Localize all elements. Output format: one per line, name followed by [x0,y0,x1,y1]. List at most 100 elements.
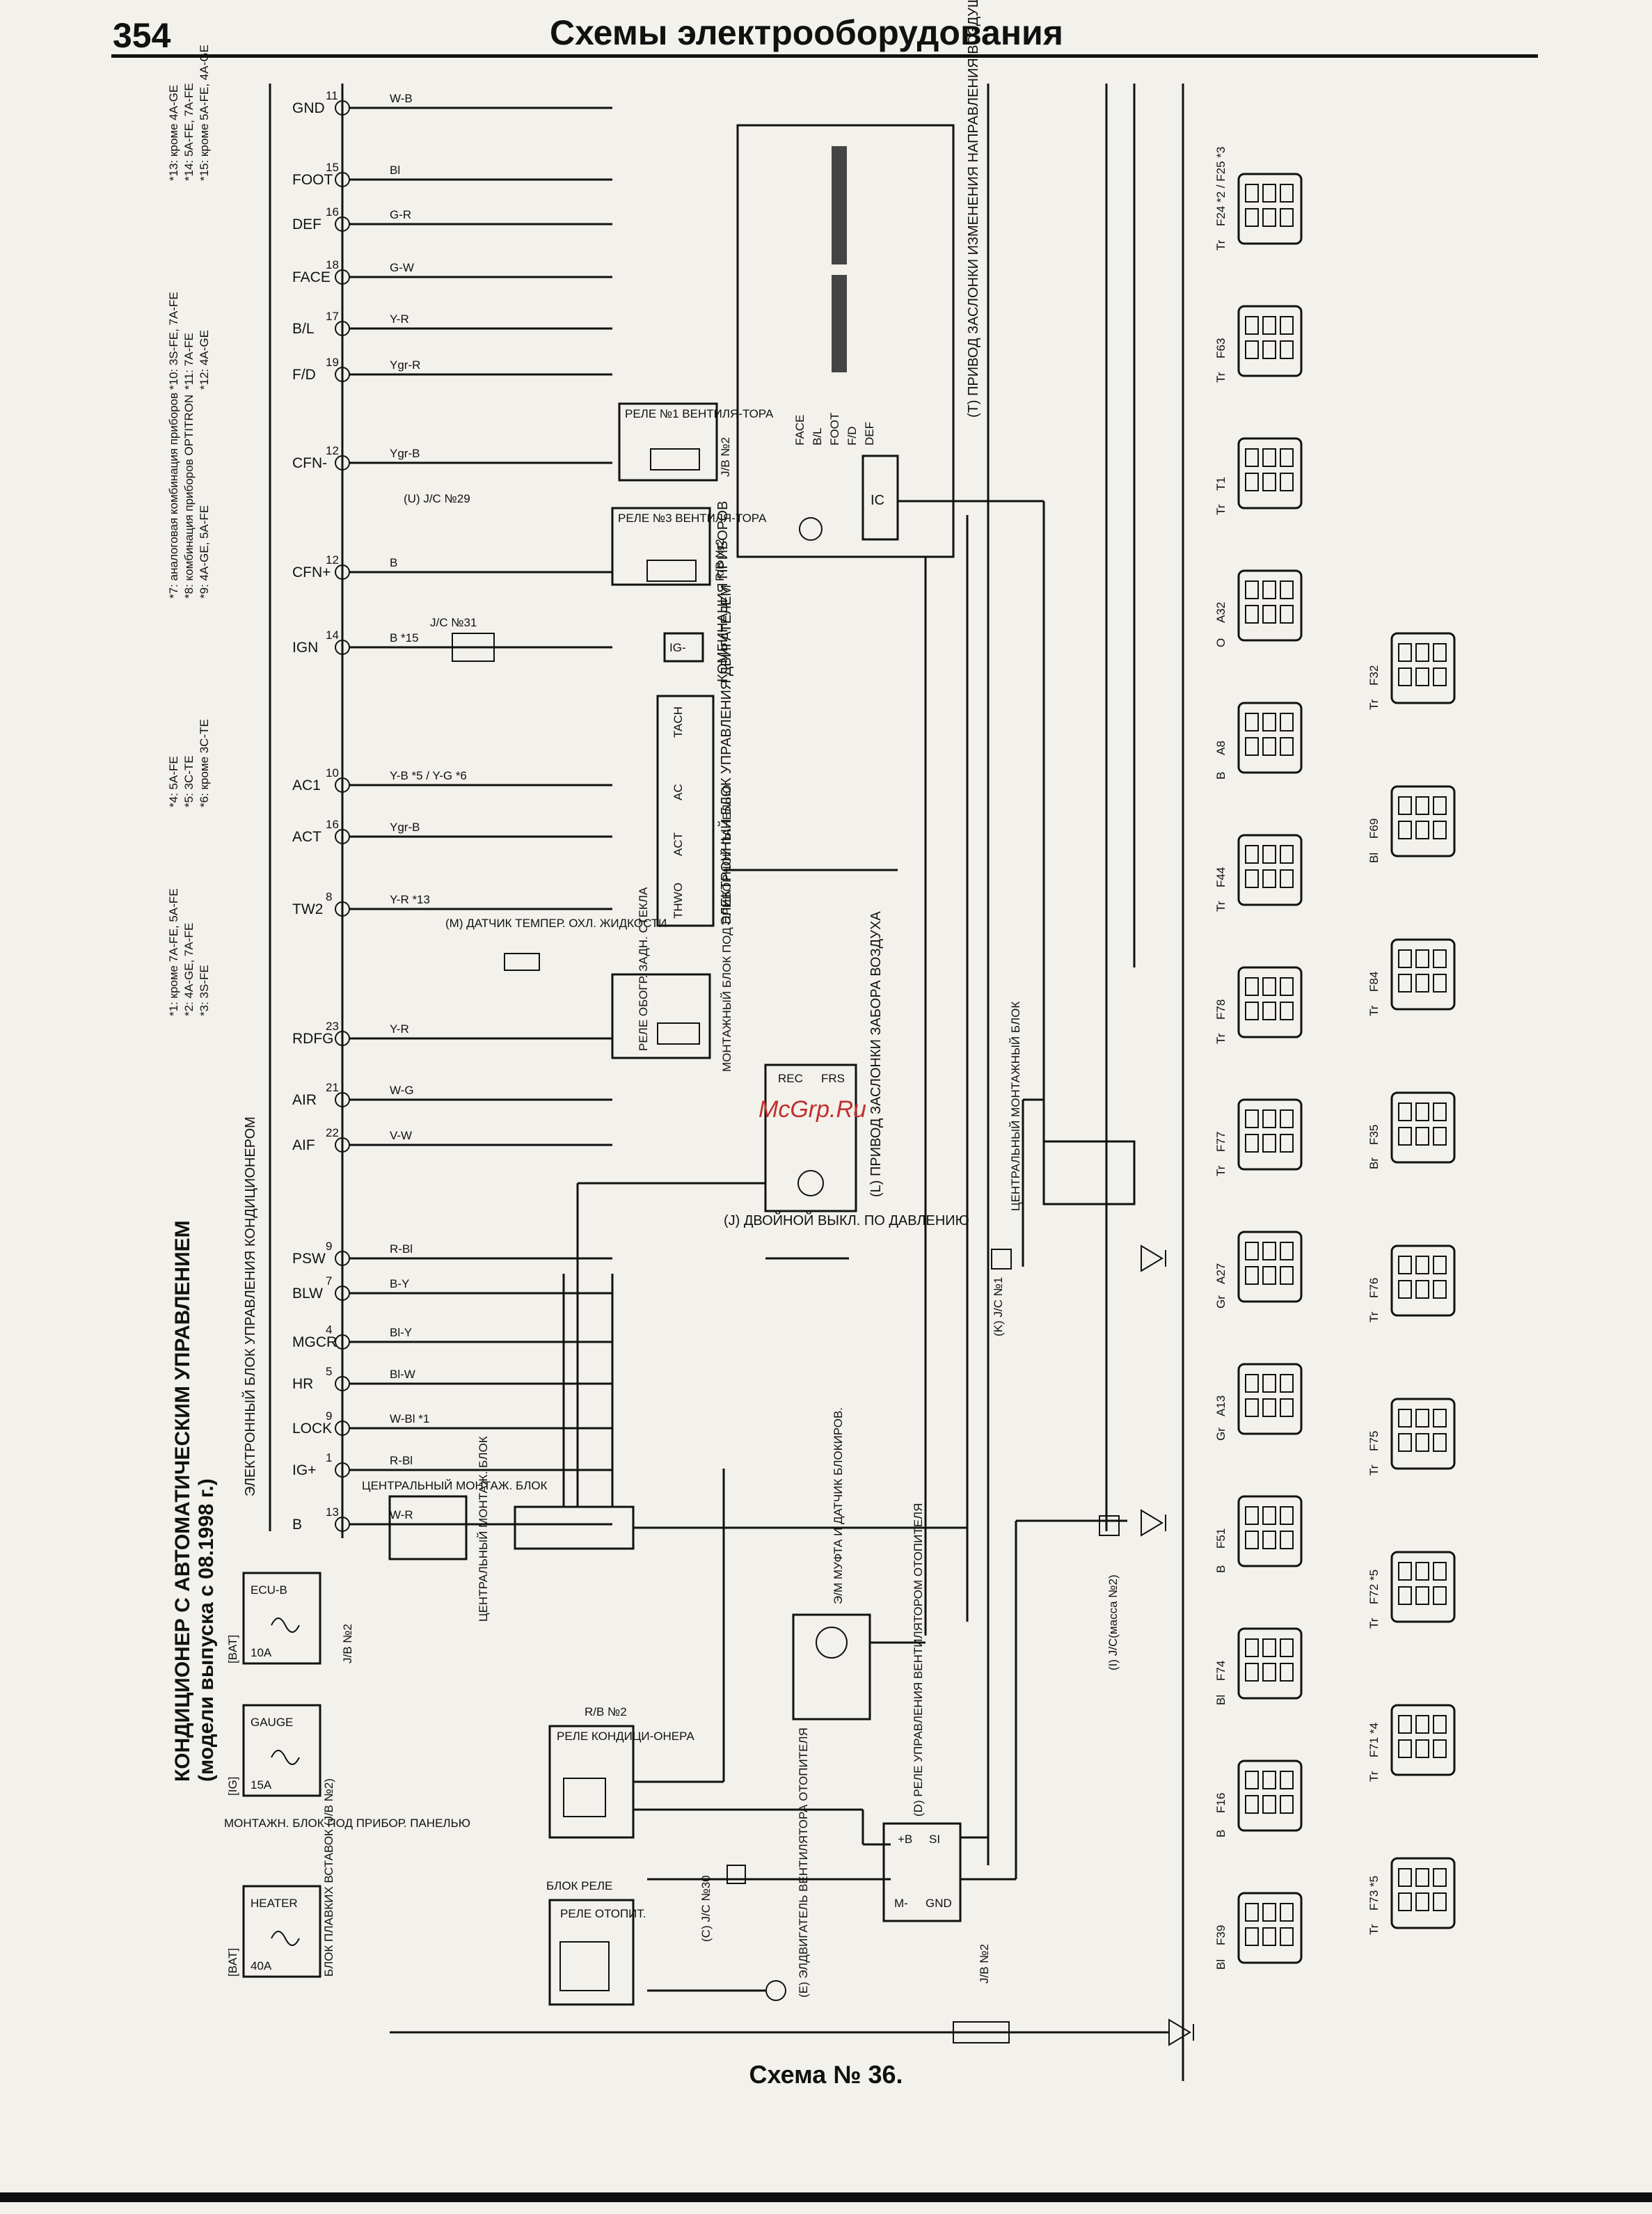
connector-cell [1415,1715,1429,1734]
connector-cell [1245,1638,1259,1657]
connector-color: Tr [1214,901,1228,912]
engine-ecu-pin: AC [672,784,685,800]
connector-cell [1398,667,1412,686]
connector-body [1237,966,1303,1038]
signal-name: F/D [292,367,316,383]
signal-pin: 7 [326,1274,332,1288]
signal-wire-color: Ygr-B [390,821,420,834]
ground-symbols [1141,1244,1194,2046]
connector-cell [1245,1374,1259,1393]
signal-wire-color: Y-R [390,1022,409,1036]
footnote: *8: комбинация приборов OPTITRON [182,395,196,599]
magnetic-clutch: Э/М МУФТА И ДАТЧИК БЛОКИРОВ. [792,1407,871,1721]
connector-body [1390,1244,1456,1317]
connector-id: A32 [1214,602,1228,623]
connector-cell [1280,869,1294,888]
connector-cell [1398,949,1412,968]
ecu-bar-label: ЭЛЕКТРОННЫЙ БЛОК УПРАВЛЕНИЯ КОНДИЦИОНЕРО… [241,1116,258,1496]
signal-name: ACT [292,829,321,845]
connector-id: F75 [1367,1431,1381,1451]
connector-cell [1433,1102,1447,1121]
fan-relay-1-label: РЕЛЕ №1 ВЕНТИЛЯ-ТОРА [625,407,774,420]
blower-relay-label: (D) РЕЛЕ УПРАВЛЕНИЯ ВЕНТИЛЯТОРОМ ОТОПИТЕ… [912,1503,925,1817]
connector-color: Tr [1214,504,1228,515]
connector-cell [1245,1266,1259,1285]
connector-cell [1415,1739,1429,1758]
footnote: *13: кроме 4A-GE [167,85,180,181]
connector-body [1390,785,1456,857]
central-block-mid: ЦЕНТРАЛЬНЫЙ МОНТАЖ. БЛОК [477,1436,635,1622]
connector-cell [1245,1927,1259,1946]
connector-cell [1433,974,1447,993]
connector-cell [1280,1903,1294,1922]
defogger-relay-label: РЕЛЕ ОБОГР. ЗАДН. СТЕКЛА [637,887,650,1051]
connector-color: Tr [1367,1618,1381,1629]
fuse-box [242,1572,321,1665]
connector-color: Gr [1214,1295,1228,1308]
connector-cell [1415,667,1429,686]
footnote: *6: кроме 3C-TE [198,719,211,807]
fuse-symbol [271,1750,300,1765]
signal-wire-color: W-B [390,92,413,105]
connector-cell [1262,1531,1276,1549]
connector-cell [1245,605,1259,624]
signal-wire-color: Ygr-B [390,447,420,460]
bottom-rule [0,2192,1652,2202]
footnote: *4: 5A-FE [167,756,180,807]
connector-cell [1398,1715,1412,1734]
connector-cell [1262,208,1276,227]
signal-pin: 11 [326,89,338,102]
connector-color: Tr [1214,1033,1228,1044]
connector-cell [1433,1127,1447,1146]
connector-cell [1262,473,1276,491]
connector-body [1237,1627,1303,1700]
connector-cell [1262,869,1276,888]
connector-cell [1245,869,1259,888]
connector-cell [1433,1892,1447,1911]
connector-cell [1433,796,1447,815]
connector-cell [1433,667,1447,686]
magnetic-clutch-label: Э/М МУФТА И ДАТЧИК БЛОКИРОВ. [832,1407,845,1604]
connector-cell [1245,1002,1259,1020]
connector-color: Tr [1367,1771,1381,1782]
signal-wire-color: Ygr-R [390,358,420,372]
blower-relay-pin: GND [926,1897,952,1910]
signal-name: B/L [292,321,315,337]
connector-color: Bl [1367,853,1381,863]
connector-cell [1245,1903,1259,1922]
connector-cell [1280,1663,1294,1682]
connector-body [1237,1363,1303,1435]
connector-body [1237,1495,1303,1567]
fuse-rating: 15A [251,1778,272,1792]
connector-id: F69 [1367,819,1381,839]
connector-id: F77 [1214,1132,1228,1152]
signal-name: AC1 [292,777,321,793]
connector-id: F71 *4 [1367,1723,1381,1757]
footnote: *11: 7A-FE [182,333,196,390]
air-inlet-mode-rec: REC [778,1072,803,1085]
fan-relay-3-label: РЕЛЕ №3 ВЕНТИЛЯ-ТОРА [618,512,767,525]
connector-cell [1245,208,1259,227]
connector-id: A13 [1214,1395,1228,1416]
connector-cell [1433,1409,1447,1428]
footnote: *3: 3S-FE [198,965,211,1016]
connector-cell [1245,184,1259,203]
connector-cell [1245,1531,1259,1549]
damper-actuator: IC (T) ПРИВОД ЗАСЛОНКИ ИЗМЕНЕНИЯ НАПРАВЛ… [736,0,981,558]
connector-cell [1245,1134,1259,1153]
connector-cell [1262,1109,1276,1128]
signal-pin: 12 [326,553,339,567]
connector-body [1237,1098,1303,1171]
signal-pin: 22 [326,1126,339,1139]
connector-id: A8 [1214,741,1228,755]
engine-ecu-label: ЭЛЕКТРОННЫЙ БЛОК УПРАВЛЕНИЯ ДВИГАТЕЛЕМ [717,585,734,926]
connector-id: A27 [1214,1263,1228,1284]
connector-cell [1262,1795,1276,1814]
connector-cell [1433,1739,1447,1758]
coolant-sensor-label: (M) ДАТЧИК ТЕМПЕР. ОХЛ. ЖИДКОСТИ [445,917,667,930]
page-header-title: Схемы электрооборудования [550,13,1063,52]
connector-cell [1262,713,1276,732]
main-fuse-block-label: БЛОК ПЛАВКИХ ВСТАВОК (J/B №2) [322,1778,335,1977]
